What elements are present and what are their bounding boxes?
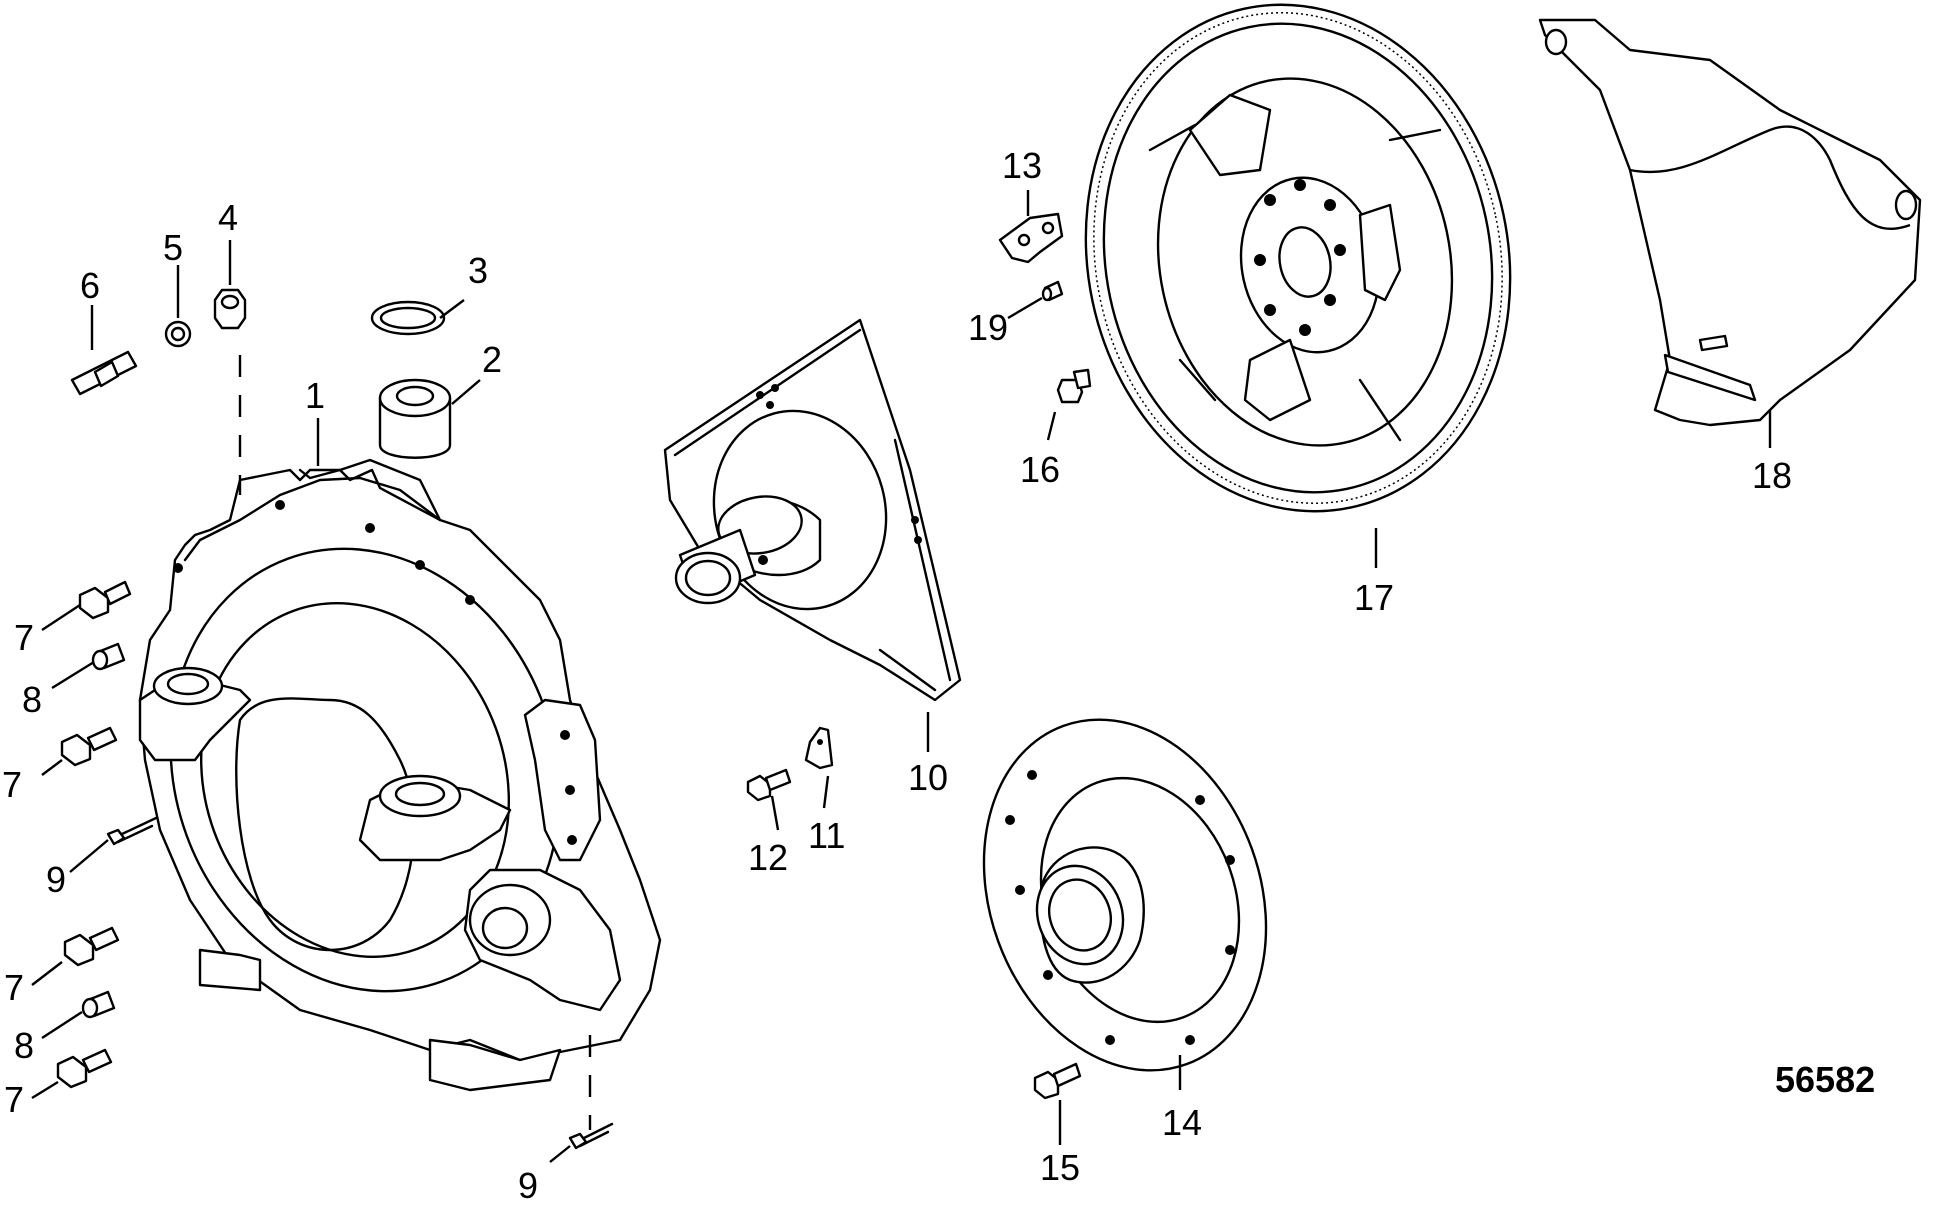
callout-8a: 8 xyxy=(22,679,42,720)
flange-nut xyxy=(1056,368,1092,404)
callout-19: 19 xyxy=(968,307,1008,348)
callout-7d: 7 xyxy=(4,1079,24,1120)
screw xyxy=(1033,1062,1082,1100)
callout-9b: 9 xyxy=(518,1165,538,1205)
bolt xyxy=(568,1122,614,1150)
callout-5: 5 xyxy=(163,227,183,268)
flywheel-housing xyxy=(138,458,662,1092)
callout-16: 16 xyxy=(1020,449,1060,490)
callout-17: 17 xyxy=(1354,577,1394,618)
callout-8b: 8 xyxy=(14,1025,34,1066)
bolt xyxy=(63,926,120,967)
pin xyxy=(1041,280,1064,302)
bolt xyxy=(60,726,118,767)
callout-12: 12 xyxy=(748,837,788,878)
callout-3: 3 xyxy=(468,250,488,291)
dowel-pin xyxy=(91,642,126,671)
dowel-pin xyxy=(81,990,116,1019)
callout-9a: 9 xyxy=(46,859,66,900)
plate xyxy=(804,726,834,770)
coupler xyxy=(982,718,1268,1072)
callout-13: 13 xyxy=(1002,145,1042,186)
callout-10: 10 xyxy=(908,757,948,798)
callout-7a: 7 xyxy=(14,617,34,658)
drive-plate-with-coupler xyxy=(663,318,962,702)
callout-4: 4 xyxy=(218,197,238,238)
flywheel-ring-gear xyxy=(1084,3,1512,513)
cover-plate xyxy=(1538,18,1922,427)
bolt xyxy=(78,580,132,620)
hex-nut xyxy=(213,288,247,330)
bracket xyxy=(998,212,1064,264)
callout-6: 6 xyxy=(80,265,100,306)
stud xyxy=(70,350,138,396)
ring xyxy=(370,300,446,336)
screw xyxy=(746,768,792,802)
bolt xyxy=(106,816,158,846)
callout-labels: 1 2 3 4 5 6 7 8 7 9 7 8 7 9 10 11 12 13 … xyxy=(2,145,1875,1205)
callout-15: 15 xyxy=(1040,1147,1080,1188)
callout-7b: 7 xyxy=(2,764,22,805)
washer xyxy=(164,320,192,348)
callout-1: 1 xyxy=(305,375,325,416)
reference-number: 56582 xyxy=(1775,1059,1875,1100)
mount-bushing xyxy=(378,378,452,459)
callout-14: 14 xyxy=(1162,1102,1202,1143)
leader-lines xyxy=(31,190,1772,1163)
bolt xyxy=(56,1048,113,1089)
callout-2: 2 xyxy=(482,339,502,380)
callout-11: 11 xyxy=(808,815,845,856)
callout-18: 18 xyxy=(1752,455,1792,496)
callout-7c: 7 xyxy=(4,967,24,1008)
